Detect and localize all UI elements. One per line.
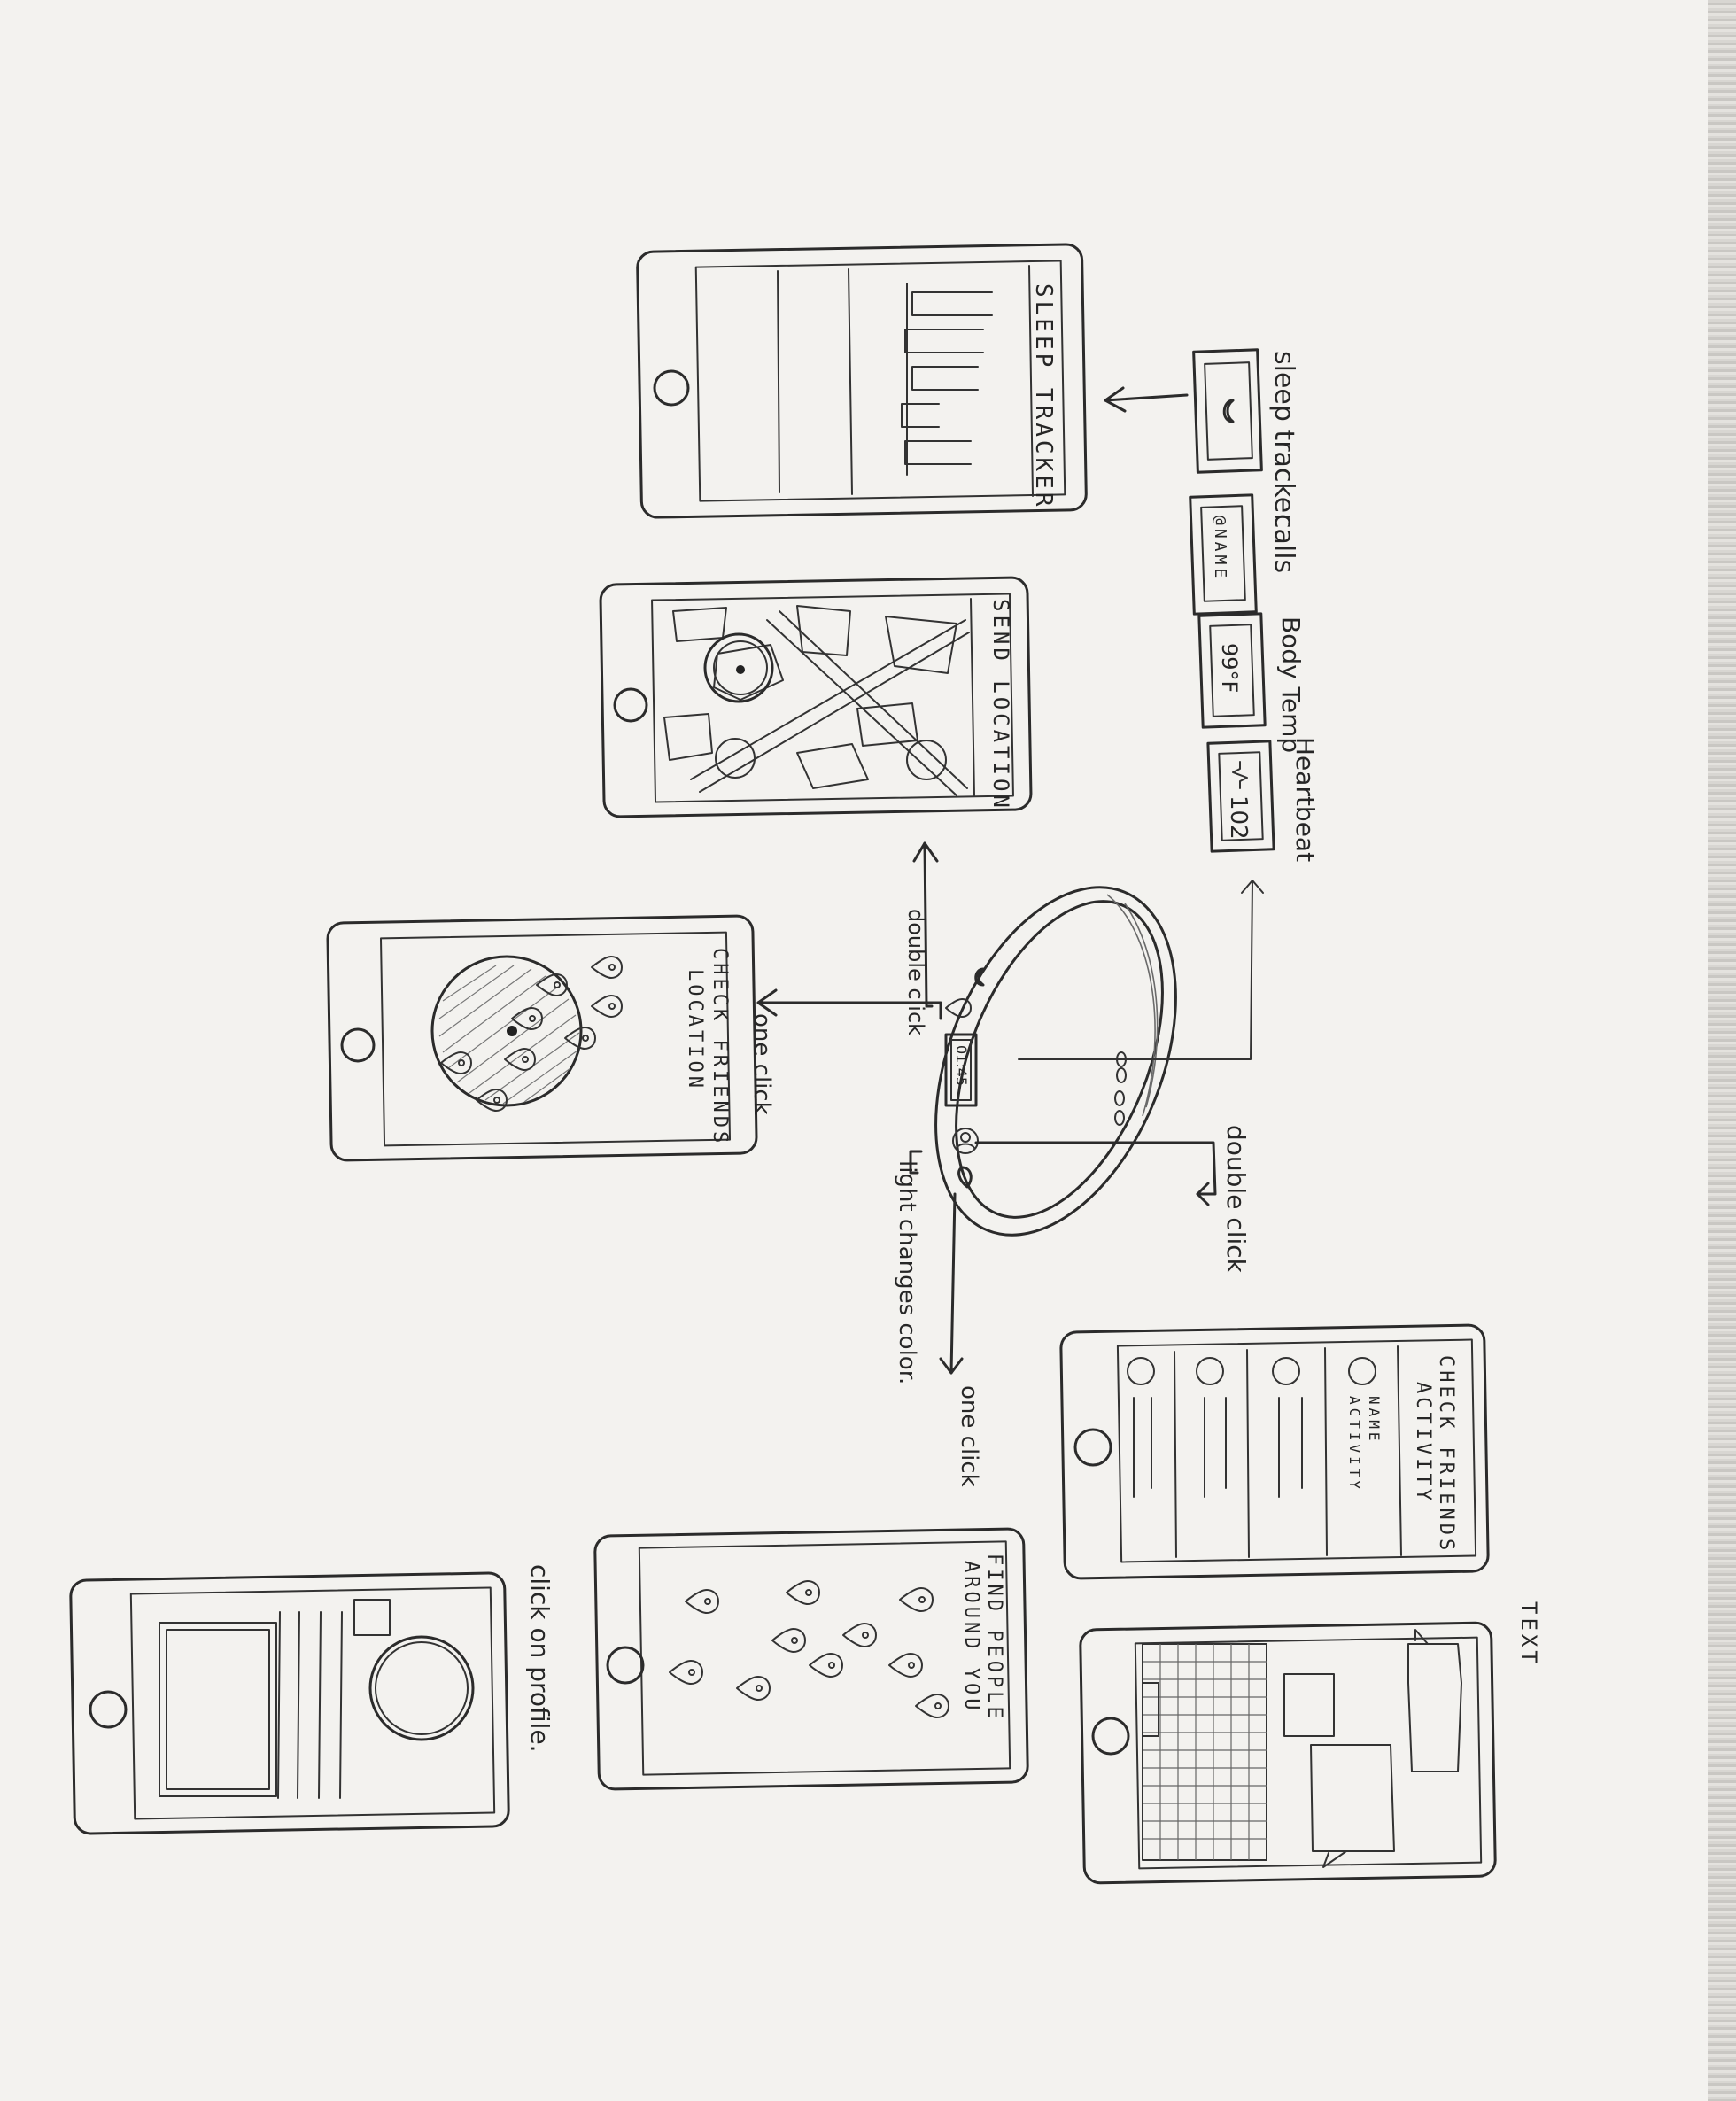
check-friends-location-title-1: CHECK FRIENDS <box>709 948 731 1146</box>
widget-body-temp[interactable]: 99°F Body Temp <box>1199 614 1306 753</box>
chat-input-field[interactable] <box>1143 1683 1159 1736</box>
phone-check-friends-location[interactable]: CHECK FRIENDS LOCATION <box>328 916 757 1160</box>
body-temp-label: Body Temp <box>1276 616 1306 753</box>
phone-check-friends-activity[interactable]: NAME ACTIVITY CHECK FRIENDS ACTIVITY <box>1061 1325 1489 1578</box>
activity-row-3[interactable] <box>1197 1358 1226 1497</box>
arrow-to-sleep-tracker <box>1105 388 1187 411</box>
widget-sleep-tracker[interactable]: sleep tracker <box>1194 350 1299 524</box>
sleep-tracker-title: SLEEP TRACKER <box>1030 283 1057 510</box>
home-button-icon <box>1093 1718 1128 1754</box>
click-on-profile-annotation: click on profile. <box>525 1564 554 1753</box>
light-changes-annotation: light changes color. <box>894 1160 920 1384</box>
heartbeat-value: 102 <box>1225 795 1252 840</box>
location-pin-icon <box>592 996 622 1017</box>
map-area <box>664 599 974 795</box>
location-pin-icon <box>772 1629 805 1652</box>
band-time: 01:45 <box>953 1045 970 1086</box>
one-click-annotation-left: one click <box>748 1013 775 1115</box>
body-temp-value: 99°F <box>1217 643 1242 693</box>
location-pin-icon <box>916 1694 949 1717</box>
moon-icon[interactable] <box>976 969 983 985</box>
text-screen-title: TEXT <box>1516 1601 1541 1667</box>
home-button-icon <box>608 1647 643 1683</box>
home-button-icon <box>655 371 688 405</box>
person-icon <box>1349 1358 1376 1384</box>
location-pin-icon <box>670 1661 702 1684</box>
arrow-band-to-widgets <box>1019 880 1263 1059</box>
phone-profile[interactable] <box>71 1573 509 1834</box>
activity-row-activity: ACTIVITY <box>1346 1396 1363 1492</box>
send-location-title: SEND LOCATION <box>988 599 1013 811</box>
moon-icon <box>1224 400 1233 422</box>
location-pin-icon <box>686 1590 718 1613</box>
home-button-icon <box>615 689 647 721</box>
keyboard[interactable] <box>1143 1644 1267 1860</box>
location-pin-icon <box>787 1581 819 1604</box>
message-bubbles <box>1284 1630 1461 1867</box>
activity-row-4[interactable] <box>1128 1358 1154 1497</box>
widget-heartbeat[interactable]: 102 Heartbeat <box>1208 737 1320 862</box>
phone-find-people[interactable]: FIND PEOPLE AROUND YOU <box>595 1529 1028 1789</box>
person-icon <box>1197 1358 1223 1384</box>
check-friends-activity-title-2: ACTIVITY <box>1412 1382 1434 1504</box>
activity-row-2[interactable] <box>1273 1358 1302 1497</box>
location-pin-icon <box>843 1624 876 1647</box>
person-icon <box>1273 1358 1299 1384</box>
check-friends-activity-title-1: CHECK FRIENDS <box>1435 1355 1457 1554</box>
double-click-annotation-top: double click <box>903 909 928 1035</box>
check-friends-location-title-2: LOCATION <box>684 969 706 1091</box>
phone-sleep-tracker[interactable]: SLEEP TRACKER <box>637 244 1086 518</box>
calls-value: @NAME <box>1211 516 1229 581</box>
sleep-tracker-label: sleep tracker <box>1268 351 1299 524</box>
person-icon <box>1128 1358 1154 1384</box>
profile-content-box <box>167 1630 269 1789</box>
heartbeat-label: Heartbeat <box>1290 737 1320 862</box>
location-pin-icon <box>592 957 622 978</box>
my-location-dot <box>507 1026 517 1036</box>
calls-label: calls <box>1268 514 1299 573</box>
heartbeat-wave-icon <box>1233 762 1247 788</box>
profile-badge <box>354 1600 390 1635</box>
location-pin-icon <box>512 1008 542 1029</box>
activity-row-1[interactable]: NAME ACTIVITY <box>1346 1358 1383 1492</box>
location-pin-icon <box>900 1588 933 1611</box>
home-button-icon <box>342 1029 374 1061</box>
home-button-icon <box>90 1692 126 1727</box>
find-people-title-2: AROUND YOU <box>960 1561 982 1713</box>
sleep-bar-chart <box>902 283 992 475</box>
location-pin-icon <box>537 974 567 996</box>
find-people-title-1: FIND PEOPLE <box>983 1554 1005 1722</box>
phone-text-chat[interactable]: TEXT <box>1081 1601 1541 1883</box>
location-pin-icon <box>810 1654 842 1677</box>
location-pin-icon <box>505 1049 535 1070</box>
location-pin-icon <box>889 1654 922 1677</box>
smart-band[interactable]: 01:45 <box>889 852 1223 1270</box>
location-pin-icon <box>737 1677 770 1700</box>
band-buttons[interactable] <box>1115 1052 1126 1125</box>
one-click-annotation-bottom: one click <box>956 1385 982 1487</box>
arrow-double-click-to-activity <box>976 1143 1215 1205</box>
profile-avatar[interactable] <box>370 1637 473 1740</box>
people-pins <box>670 1581 949 1717</box>
home-button-icon <box>1075 1430 1111 1465</box>
phone-send-location[interactable]: SEND LOCATION <box>601 578 1031 817</box>
arrow-one-click-to-find-people <box>941 1194 962 1373</box>
activity-row-name: NAME <box>1366 1396 1383 1445</box>
double-click-annotation-right: double click <box>1221 1125 1251 1274</box>
my-location-dot <box>736 665 745 674</box>
